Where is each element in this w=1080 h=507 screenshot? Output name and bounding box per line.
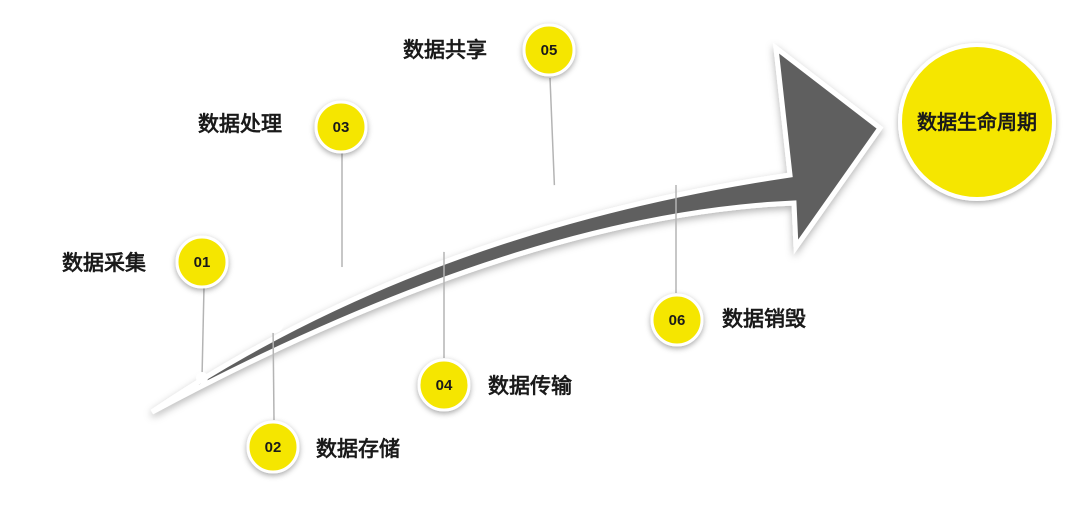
goal-label: 数据生命周期	[917, 110, 1037, 134]
connector-01	[201, 286, 205, 379]
stage-badge-02: 02	[246, 420, 300, 474]
stage-label-06: 数据销毁	[722, 307, 806, 331]
stage-label-02: 数据存储	[316, 437, 400, 461]
stage-label-01: 数据采集	[62, 251, 147, 275]
stage-dots	[196, 159, 692, 384]
stage-badge-06: 06	[650, 293, 704, 347]
stage-badge-03: 03	[314, 100, 368, 154]
stage-dot-05	[539, 185, 573, 217]
lifecycle-goal: 数据生命周期	[898, 43, 1056, 201]
stage-number: 06	[669, 312, 686, 329]
stage-dot-03	[329, 267, 355, 293]
connector-02	[272, 322, 275, 421]
stage-dot-01	[196, 372, 208, 384]
stage-label-04: 数据传输	[488, 374, 573, 398]
stage-number: 03	[333, 119, 350, 136]
stage-badge-01: 01	[175, 235, 229, 289]
connector-05	[549, 77, 556, 201]
stage-number: 05	[541, 42, 558, 59]
connector-lines	[201, 77, 677, 421]
stage-dot-06	[660, 159, 692, 185]
stage-number: 01	[194, 254, 211, 271]
stage-dot-04	[430, 222, 460, 252]
stage-dot-02	[264, 313, 284, 333]
stage-badge-04: 04	[417, 358, 471, 412]
stage-number: 02	[265, 439, 282, 456]
stage-label-05: 数据共享	[403, 38, 487, 62]
stage-number: 04	[436, 377, 453, 394]
stage-badge-05: 05	[522, 23, 576, 77]
lifecycle-arrow	[150, 42, 884, 415]
stage-label-03: 数据处理	[198, 112, 282, 136]
